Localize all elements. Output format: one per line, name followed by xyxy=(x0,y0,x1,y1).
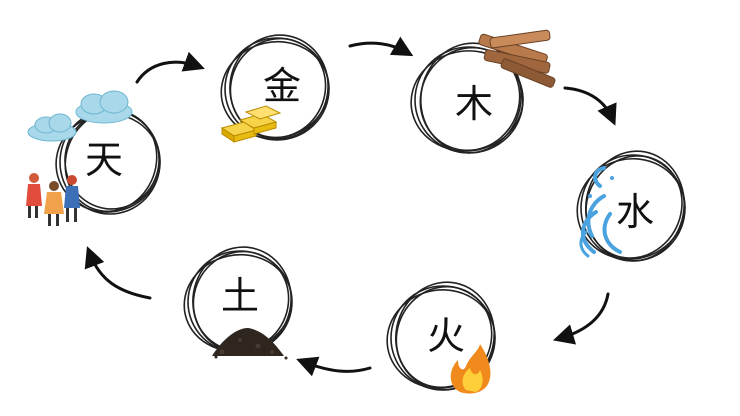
cycle-arrows xyxy=(84,36,617,377)
arrow-jin-to-mu xyxy=(348,36,414,57)
node-label-mu: 木 xyxy=(455,82,493,126)
clouds-and-people-icon xyxy=(26,90,133,226)
node-label-tian: 天 xyxy=(85,138,123,182)
node-jin: 金 xyxy=(220,34,330,143)
node-mu: 木 xyxy=(410,29,556,154)
arrow-mu-to-shui xyxy=(563,86,617,126)
node-shui: 水 xyxy=(576,150,686,262)
node-label-tu: 土 xyxy=(221,274,259,318)
node-huo: 火 xyxy=(386,281,496,394)
scribble-circle xyxy=(220,34,330,141)
node-label-huo: 火 xyxy=(427,314,465,358)
water-splash-icon xyxy=(579,166,622,258)
gold-bars-icon xyxy=(220,105,282,143)
node-tu: 土 xyxy=(183,246,293,360)
arrow-tian-to-jin xyxy=(135,51,205,84)
arrow-huo-to-tu xyxy=(296,356,372,377)
node-label-jin: 金 xyxy=(263,64,301,108)
wood-logs-icon xyxy=(478,29,556,88)
node-label-shui: 水 xyxy=(616,190,654,234)
flame-icon xyxy=(450,344,491,394)
arrow-tu-to-tian xyxy=(84,246,152,300)
node-tian: 天 xyxy=(26,90,161,226)
arrow-shui-to-huo xyxy=(552,292,610,345)
soil-pile-icon xyxy=(212,328,288,360)
scribble-circle xyxy=(576,150,686,262)
scribble-circle xyxy=(386,281,496,391)
